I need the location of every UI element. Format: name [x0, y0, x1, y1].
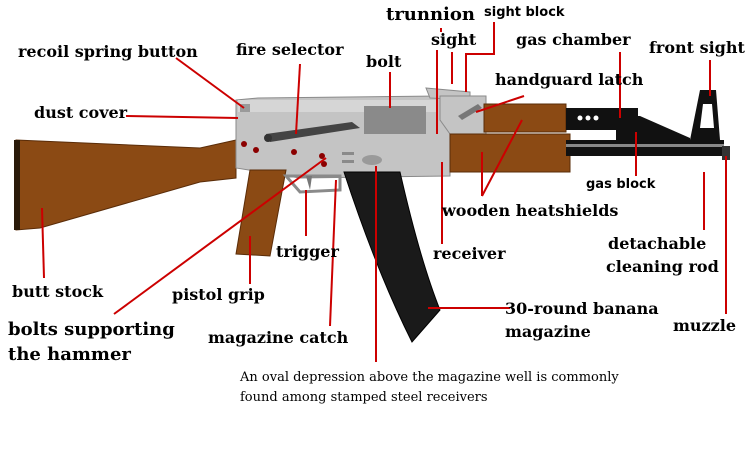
leader-sight-block [465, 22, 495, 92]
selector-pivot [264, 134, 272, 142]
rivet [319, 153, 325, 159]
front-sight-window [700, 104, 714, 128]
label-gas-block: gas block [586, 177, 656, 192]
butt-plate [14, 140, 20, 230]
leader-butt-stock [41, 207, 45, 279]
label-the-hammer: the hammer [8, 344, 131, 365]
label-front-sight: front sight [649, 38, 745, 57]
label-receiver: receiver [433, 244, 506, 263]
leader-dust-cover [125, 115, 239, 119]
leader-bolts-hammer [113, 157, 327, 315]
caption: An oval depression above the magazine we… [240, 368, 619, 407]
label-butt-stock: butt stock [12, 282, 104, 301]
label-bolt: bolt [366, 52, 402, 71]
trigger [306, 176, 312, 190]
caption-line2: found among stamped steel receivers [240, 389, 488, 405]
gas-block-shape [616, 116, 690, 144]
label-cleaning-rod: cleaning rod [606, 257, 719, 276]
label-detachable: detachable [608, 234, 707, 253]
handguard-latch [458, 104, 482, 120]
muzzle-nut [722, 146, 730, 160]
label-magazine-line2: magazine [505, 322, 591, 341]
label-gas-chamber: gas chamber [516, 30, 631, 49]
rivet [253, 147, 259, 153]
label-fire-selector: fire selector [236, 40, 344, 59]
upper-handguard [483, 103, 567, 133]
gas-vent [585, 115, 591, 121]
label-bolts-supporting: bolts supporting [8, 319, 175, 340]
label-wooden-heatshields: wooden heatshields [442, 201, 619, 220]
leader-lines [41, 22, 727, 362]
oval-depression [362, 155, 382, 165]
butt-stock [15, 139, 237, 231]
leader-recoil [175, 57, 245, 109]
bolt-carrier [364, 106, 426, 134]
label-handguard-latch: handguard latch [495, 70, 644, 89]
label-dust-cover: dust cover [34, 103, 128, 122]
leader-fire-selector [295, 63, 301, 135]
label-pistol-grip: pistol grip [172, 285, 265, 304]
leader-heatshield-a [481, 119, 523, 197]
trigger-guard [282, 174, 342, 194]
recoil-button [240, 104, 250, 112]
barrel [566, 140, 724, 156]
label-sight-block: sight block [484, 5, 565, 20]
label-magazine-line1: 30-round banana [505, 299, 659, 318]
label-sight: sight [431, 30, 477, 49]
slot [342, 152, 354, 155]
fire-selector-lever [266, 122, 360, 142]
label-muzzle: muzzle [673, 316, 736, 335]
leader-magazine-catch [329, 179, 337, 327]
lower-handguard [449, 133, 571, 173]
barrel-highlight [566, 144, 724, 147]
gas-vent [577, 115, 583, 121]
gas-vent [593, 115, 599, 121]
rivet [321, 161, 327, 167]
slot [342, 160, 354, 163]
leader-handguard-latch [475, 95, 525, 113]
label-trunnion: trunnion [386, 4, 475, 25]
label-magazine-catch: magazine catch [208, 328, 349, 347]
magazine [343, 171, 441, 343]
pistol-grip [235, 169, 287, 257]
label-trigger: trigger [276, 242, 339, 261]
rivet [241, 141, 247, 147]
caption-line1: An oval depression above the magazine we… [240, 370, 619, 385]
rivet [291, 149, 297, 155]
label-recoil-spring-button: recoil spring button [18, 42, 198, 61]
